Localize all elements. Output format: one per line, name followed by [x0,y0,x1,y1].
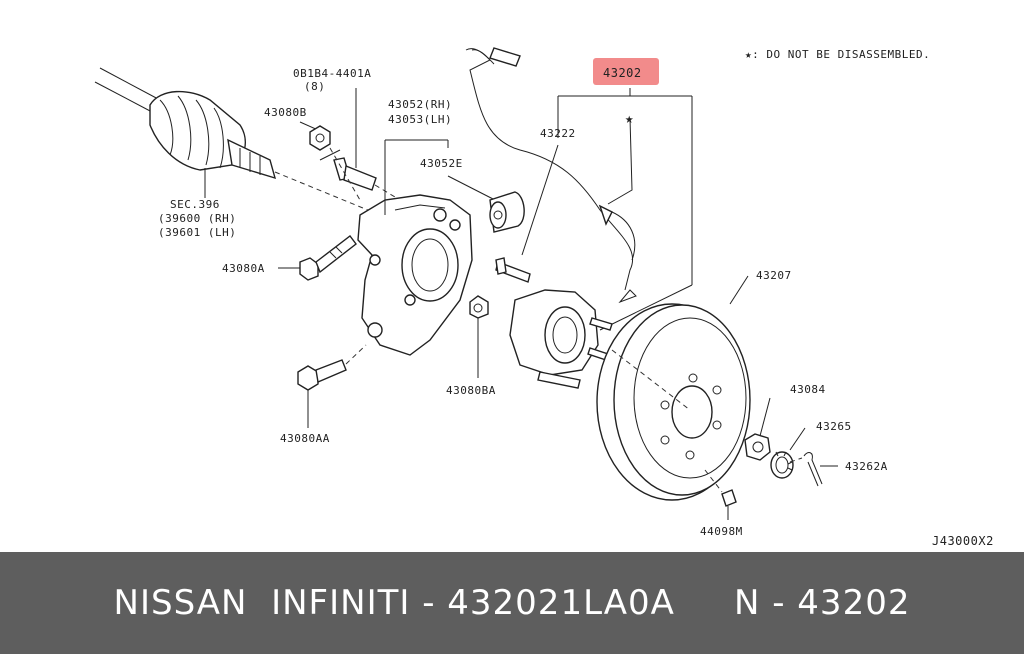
part-number-caption: NISSAN INFINITI - 432021LA0A N - 43202 [113,583,911,623]
label-43052-rh: 43052(RH) [388,98,452,111]
hub-bearing-43202 [495,88,693,389]
label-43080ba: 43080BA [446,384,496,397]
drawing-id: J43000X2 [932,534,994,548]
label-43080b: 43080B [264,106,307,119]
label-44098m: 44098M [700,525,743,538]
part-info-banner: NISSAN INFINITI - 432021LA0A N - 43202 [0,552,1024,654]
label-43084: 43084 [790,383,826,396]
label-43207: 43207 [756,269,792,282]
bushing-43052e [447,175,525,233]
bolt-08184 [333,88,401,201]
label-43080a: 43080A [222,262,265,275]
drive-shaft [94,67,381,216]
label-0b1b4-qty: (8) [304,80,325,93]
label-43265: 43265 [816,420,852,433]
label-39601-lh: (39601 (LH) [158,226,236,239]
bolt-43080aa [297,344,367,428]
label-43052e: 43052E [420,157,463,170]
label-43080aa: 43080AA [280,432,330,445]
nut-43084 [744,397,771,461]
parts-diagram: ★ ★: DO NOT BE DISASSEMBLED. 43202 43222… [94,47,994,548]
label-43053-lh: 43053(LH) [388,113,452,126]
knuckle-43052 [357,139,473,356]
brake-disc-43207 [596,275,751,501]
label-43222: 43222 [540,127,576,140]
label-sec396: SEC.396 [170,198,220,211]
exploded-view: ★ ★: DO NOT BE DISASSEMBLED. 43202 43222… [94,47,994,548]
star-marker: ★ [625,111,634,127]
label-43262a: 43262A [845,460,888,473]
plug-44098m [704,469,737,520]
highlight-box-43202 [593,58,659,85]
abs-sensor-wire [465,47,636,291]
label-39600-rh: (39600 (RH) [158,212,236,225]
lock-cap-43265 [770,427,806,479]
label-43202: 43202 [603,66,642,80]
nut-43080ba [469,295,489,378]
nut-43080b [299,121,361,201]
cotter-pin-43262a [789,452,838,487]
bolt-43080a [278,235,357,281]
disassembly-note: ★: DO NOT BE DISASSEMBLED. [745,48,930,61]
label-0b1b4-4401a: 0B1B4-4401A [293,67,371,80]
